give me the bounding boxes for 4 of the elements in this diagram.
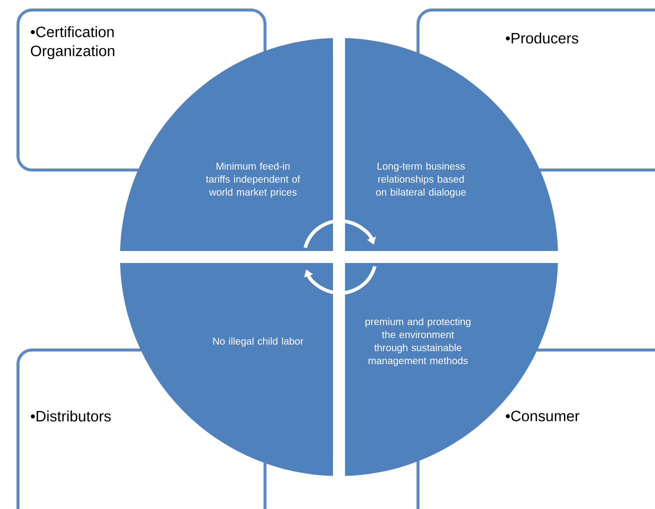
curved-arrow xyxy=(304,219,376,248)
curved-arrow xyxy=(304,266,376,295)
quadrant-sector: No illegal child labor xyxy=(120,263,333,476)
quadrant-sector: Minimum feed-in tariffs independent of world market prices xyxy=(120,38,333,251)
